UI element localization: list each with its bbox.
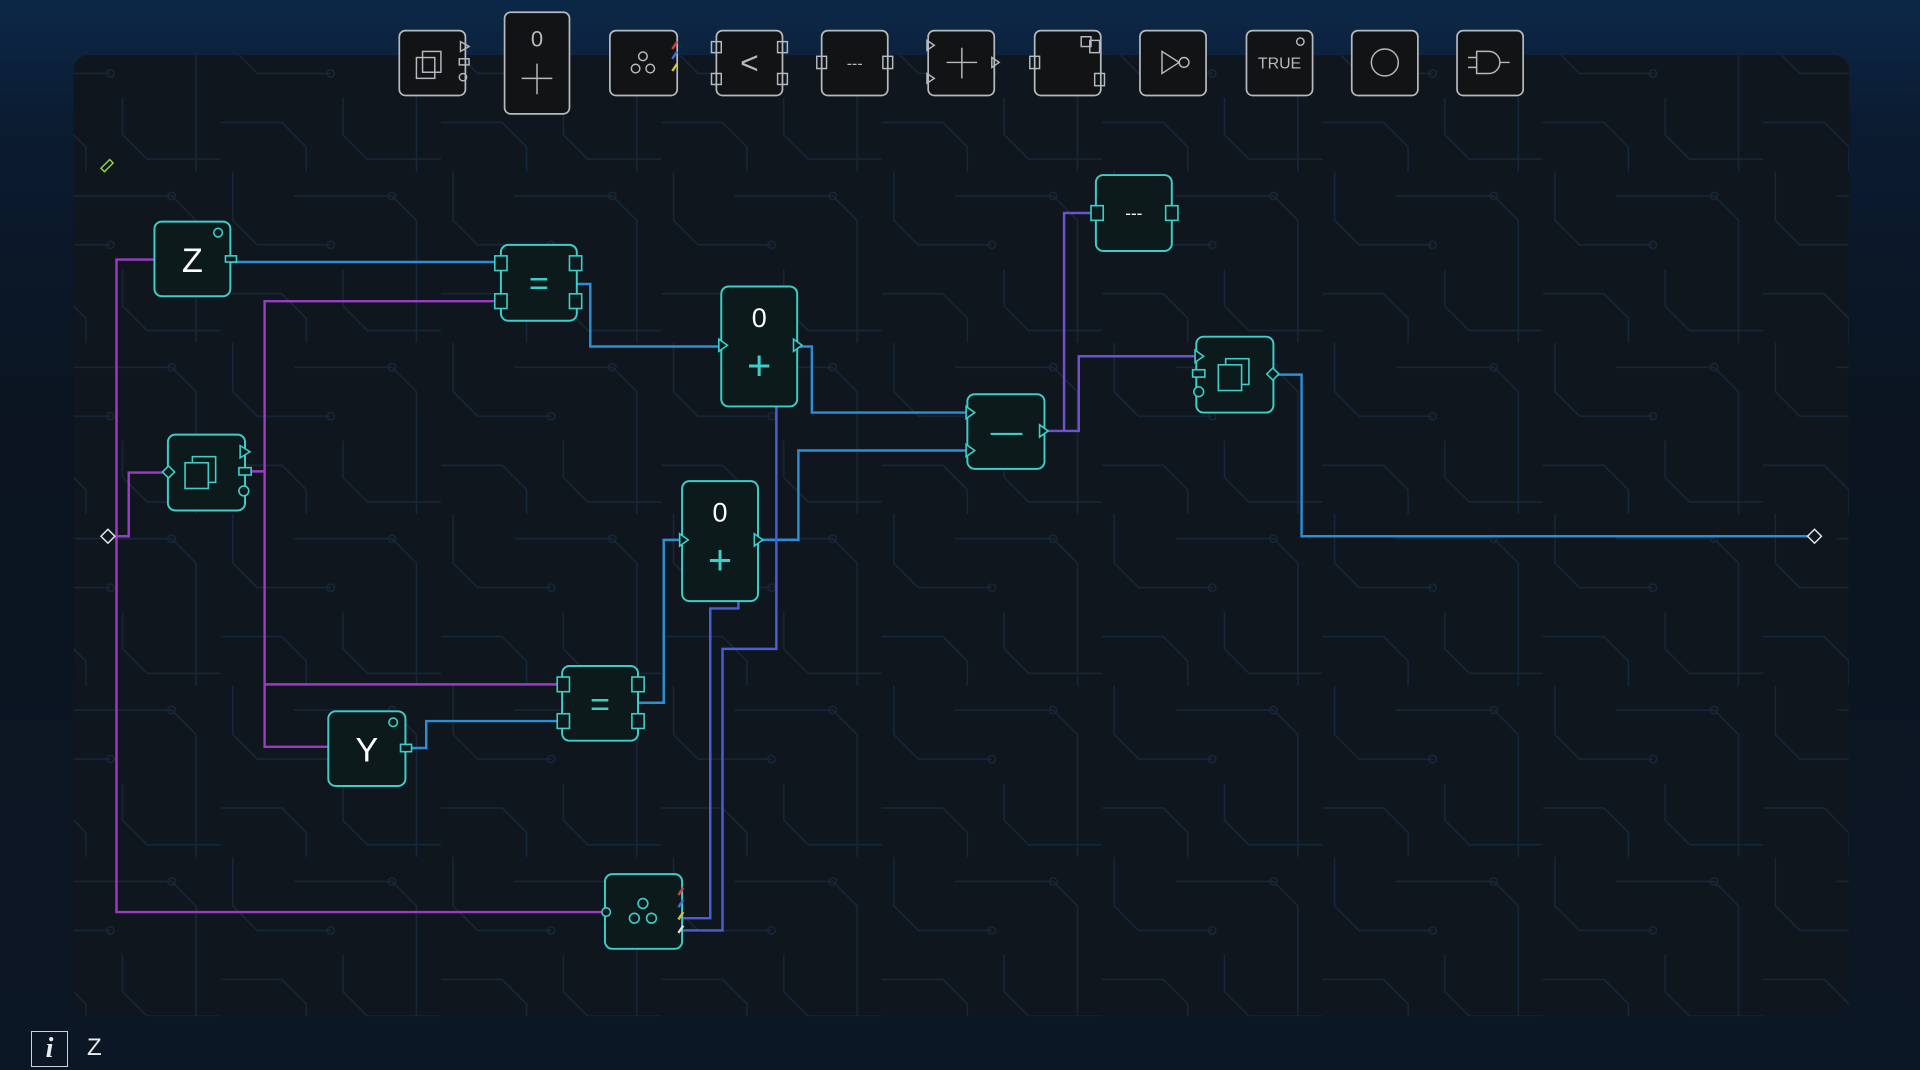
toolbar-less-than-node[interactable]: < bbox=[710, 29, 789, 97]
node-add-1[interactable]: 0 + bbox=[718, 285, 804, 408]
node-copy-1[interactable] bbox=[161, 433, 252, 512]
wire[interactable] bbox=[1044, 211, 1096, 433]
node-equals-1[interactable]: = bbox=[493, 243, 583, 322]
wires bbox=[107, 211, 1815, 932]
toolbar: 0 < --- bbox=[398, 11, 1525, 115]
toolbar-memory-node[interactable] bbox=[1029, 29, 1106, 97]
node-y-input[interactable]: Y bbox=[327, 710, 413, 787]
wire[interactable] bbox=[1273, 373, 1815, 538]
toolbar-true-constant-node[interactable]: TRUE bbox=[1245, 29, 1314, 97]
wire[interactable] bbox=[1064, 355, 1197, 433]
toolbar-splitter-node[interactable] bbox=[609, 29, 679, 97]
output-pin-diamond-icon[interactable] bbox=[1806, 528, 1823, 545]
node-equals-2[interactable]: = bbox=[556, 665, 645, 742]
splitter-icon bbox=[628, 897, 658, 924]
wire[interactable] bbox=[107, 471, 168, 538]
svg-text:=: = bbox=[590, 686, 610, 724]
splitter-icon bbox=[630, 51, 656, 74]
svg-text:TRUE: TRUE bbox=[1258, 56, 1301, 73]
info-button[interactable]: i bbox=[31, 1031, 68, 1067]
input-pin-diamond-icon[interactable] bbox=[99, 528, 116, 545]
wire[interactable] bbox=[682, 406, 778, 932]
svg-text:Y: Y bbox=[355, 731, 378, 769]
node-splitter[interactable] bbox=[601, 873, 685, 950]
selected-node-label: Z bbox=[87, 1034, 102, 1061]
toolbar-not-gate-node[interactable] bbox=[1139, 29, 1207, 97]
svg-text:Z: Z bbox=[182, 242, 203, 280]
svg-text:<: < bbox=[740, 44, 759, 80]
wire[interactable] bbox=[575, 282, 722, 348]
node-copy-2[interactable] bbox=[1191, 335, 1280, 414]
toolbar-copy-node[interactable] bbox=[398, 29, 471, 97]
memory-icon bbox=[1080, 35, 1101, 54]
pencil-icon[interactable] bbox=[99, 158, 115, 173]
wire[interactable] bbox=[263, 299, 499, 749]
svg-text:0: 0 bbox=[531, 27, 543, 52]
svg-text:+: + bbox=[708, 536, 732, 583]
wire[interactable] bbox=[115, 258, 605, 914]
svg-text:=: = bbox=[529, 265, 549, 303]
wire[interactable] bbox=[638, 538, 683, 704]
plus-icon bbox=[946, 47, 978, 79]
not-gate-icon bbox=[1161, 50, 1181, 75]
svg-text:---: --- bbox=[1125, 203, 1142, 223]
wire[interactable] bbox=[797, 345, 968, 414]
svg-text:—: — bbox=[991, 413, 1023, 449]
copy-icon bbox=[184, 455, 217, 490]
svg-text:0: 0 bbox=[752, 303, 767, 333]
node-subtract[interactable]: — bbox=[965, 393, 1050, 470]
copy-icon bbox=[415, 50, 442, 80]
node-add-2[interactable]: 0 + bbox=[678, 480, 765, 603]
node-bus[interactable]: --- bbox=[1090, 174, 1179, 252]
toolbar-and-gate-node[interactable] bbox=[1456, 29, 1525, 97]
circle-icon bbox=[1370, 48, 1400, 77]
toolbar-or-node[interactable] bbox=[1350, 29, 1419, 97]
svg-text:+: + bbox=[747, 342, 771, 389]
toolbar-counter-add-node[interactable]: 0 bbox=[503, 11, 571, 115]
canvas-nodes: Z = 0 + 0 + — bbox=[153, 174, 1280, 950]
svg-text:---: --- bbox=[847, 56, 863, 73]
wire[interactable] bbox=[682, 601, 740, 920]
wire[interactable] bbox=[405, 719, 563, 750]
toolbar-add-node[interactable] bbox=[926, 29, 1001, 97]
toolbar-bus-node[interactable]: --- bbox=[816, 29, 894, 97]
wire[interactable] bbox=[757, 449, 968, 542]
copy-icon bbox=[1217, 357, 1250, 392]
plus-icon bbox=[521, 63, 553, 95]
and-gate-icon bbox=[1468, 50, 1510, 75]
node-z-input[interactable]: Z bbox=[153, 220, 238, 298]
svg-text:0: 0 bbox=[713, 498, 728, 528]
